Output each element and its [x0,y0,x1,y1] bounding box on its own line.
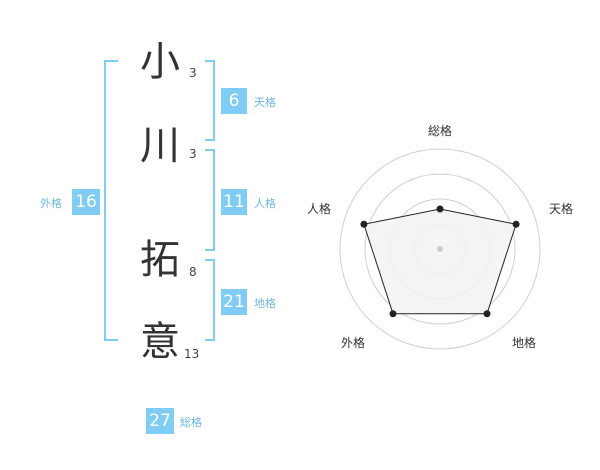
name-char-1: 小 [140,39,180,85]
radar-ring-3 [364,173,516,325]
chi-bracket [205,259,215,341]
radar-point-1 [436,205,444,213]
name-char-3: 拓 [140,237,180,283]
radar-point-2 [512,220,520,228]
radar-point-3 [483,310,491,318]
radar-label-ten: 天格 [549,202,574,216]
name-char-4: 意 [140,319,180,365]
gai-bracket [104,60,118,341]
radar-label-gai: 外格 [341,336,366,350]
name-char-2: 川 [140,123,180,169]
stroke-count-2: 3 [189,147,197,161]
gai-badge: 16 [72,189,100,215]
radar-label-jin: 人格 [307,202,332,216]
radar-label-chi: 地格 [512,336,537,350]
radar-point-5 [360,220,368,228]
radar-polygon [363,208,517,315]
radar-point-4 [389,310,397,318]
stroke-count-3: 8 [189,265,197,279]
sou-badge: 27 [146,408,174,434]
stroke-count-4: 13 [184,347,200,361]
radar-ring-4 [339,148,541,350]
ten-label: 天格 [254,96,276,109]
sou-label: 総格 [180,416,202,429]
jin-label: 人格 [254,197,276,210]
stroke-count-1: 3 [189,66,197,80]
chi-label: 地格 [254,297,276,310]
gai-label: 外格 [40,197,62,210]
ten-badge: 6 [221,88,247,114]
radar-label-sou: 総格 [428,124,453,138]
ten-bracket [205,60,215,141]
jin-badge: 11 [221,189,247,215]
radar-center [437,246,443,252]
chi-badge: 21 [221,289,247,315]
jin-bracket [205,149,215,251]
